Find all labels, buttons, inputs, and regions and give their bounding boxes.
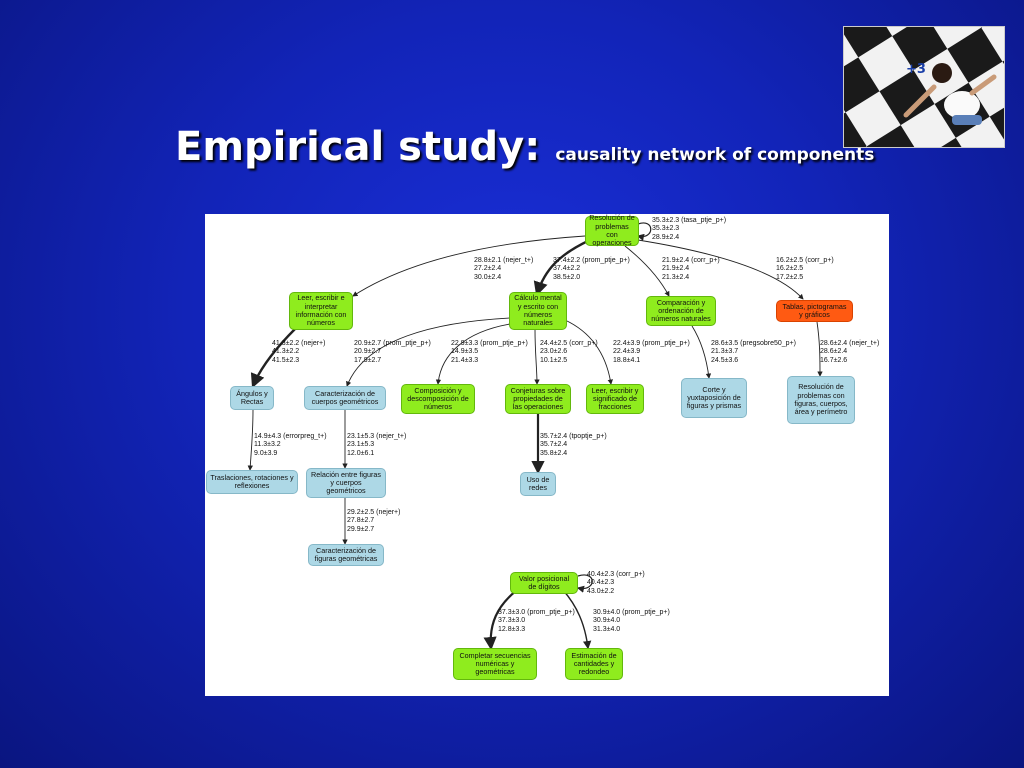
edge-valor-secuen bbox=[483, 589, 518, 651]
edge-tablas-resfig bbox=[816, 321, 823, 377]
node-valor-posicional: Valor posicional de dígitos bbox=[510, 572, 578, 594]
node-comparacion-ordenacion: Comparación y ordenación de números natu… bbox=[646, 296, 716, 326]
edge-comparacion-corte bbox=[691, 325, 712, 379]
node-angulos-rectas: Ángulos y Rectas bbox=[230, 386, 274, 410]
slide-title: Empirical study: causality network of co… bbox=[175, 124, 874, 170]
edge-calculo-conjet bbox=[534, 328, 540, 385]
photo-illustration: +3 bbox=[844, 27, 1004, 147]
node-uso-redes: Uso de redes bbox=[520, 472, 556, 496]
diagram-edges bbox=[247, 222, 823, 651]
title-subtitle: causality network of components bbox=[555, 145, 875, 165]
edge-angulos-trasl bbox=[247, 409, 254, 471]
edge-calculo-fracc bbox=[564, 319, 613, 385]
node-resolucion-problemas: Resolución de problemas con operaciones bbox=[585, 214, 639, 247]
node-estimacion-cantidades: Estimación de cantidades y redondeo bbox=[565, 648, 623, 680]
node-completar-secuencias: Completar secuencias numéricas y geométr… bbox=[453, 648, 537, 680]
node-leer-fracciones: Leer, escribir y significado de fraccion… bbox=[586, 384, 644, 414]
edge-calculo-caract bbox=[346, 317, 511, 387]
edge-resolucion-tablas bbox=[637, 239, 804, 300]
edge-resolucion-comparacion bbox=[624, 245, 670, 297]
node-composicion-descomposicion: Composición y descomposición de números bbox=[401, 384, 475, 414]
edge-resolucion-calculo bbox=[533, 238, 591, 297]
edge-leer-angulos bbox=[250, 328, 296, 389]
node-tablas-pictogramas: Tablas, pictogramas y gráficos bbox=[776, 300, 853, 322]
node-traslaciones: Traslaciones, rotaciones y reflexiones bbox=[206, 470, 298, 494]
node-conjeturas-propiedades: Conjeturas sobre propiedades de las oper… bbox=[505, 384, 571, 414]
node-caracterizacion-figuras: Caracterización de figuras geométricas bbox=[308, 544, 384, 566]
edge-resolucion-leer bbox=[352, 235, 586, 297]
node-corte-yuxtaposicion: Corte y yuxtaposición de figuras y prism… bbox=[681, 378, 747, 418]
svg-text:+3: +3 bbox=[906, 62, 926, 77]
edge-calculo-compos bbox=[435, 323, 511, 385]
node-caracterizacion-cuerpos: Caracterización de cuerpos geométricos bbox=[304, 386, 386, 410]
node-leer-escribir-interpretar: Leer, escribir e interpretar información… bbox=[289, 292, 353, 330]
edge-valor-estim bbox=[562, 589, 592, 650]
child-on-checkerboard-photo: +3 bbox=[843, 26, 1005, 148]
node-relacion-figuras-cuerpos: Relación entre figuras y cuerpos geométr… bbox=[306, 468, 386, 498]
node-calculo-mental: Cálculo mental y escrito con números nat… bbox=[509, 292, 567, 330]
node-resolucion-figuras: Resolución de problemas con figuras, cue… bbox=[787, 376, 855, 424]
title-main: Empirical study: bbox=[175, 124, 541, 170]
causality-network-diagram: Resolución de problemas con operaciones … bbox=[205, 214, 889, 696]
edge-self-valor bbox=[576, 574, 593, 593]
edge-self-resolucion bbox=[636, 222, 652, 241]
